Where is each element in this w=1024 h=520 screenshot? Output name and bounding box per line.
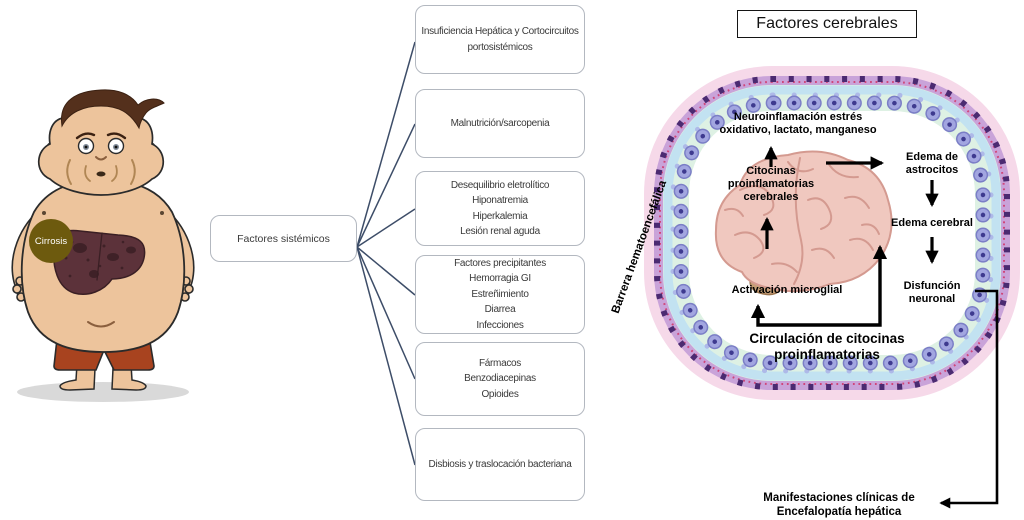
label-neuroinflamacion: Neuroinflamación estrés oxidativo, lacta… bbox=[719, 111, 877, 137]
label-edema-cerebral: Edema cerebral bbox=[891, 217, 973, 229]
factor-box-text: Malnutrición/sarcopenia bbox=[450, 117, 550, 129]
factor-box-insuficiencia: Insuficiencia Hepática y Cortocircuitos … bbox=[415, 5, 585, 74]
factor-box-farmacos: Fármacos Benzodiacepinas Opioides bbox=[415, 342, 585, 416]
factor-box-text: Disbiosis y traslocación bacteriana bbox=[428, 458, 572, 470]
systemic-hub-label: Factores sistémicos bbox=[237, 232, 330, 245]
factor-box-text: Insuficiencia Hepática y Cortocircuitos … bbox=[421, 26, 579, 53]
circulation-loop-arrow bbox=[750, 244, 888, 327]
factor-box-precipitantes: Factores precipitantes Hemorragia GI Est… bbox=[415, 255, 585, 334]
flow-arrows bbox=[750, 145, 999, 509]
patient-cartoon bbox=[11, 89, 195, 402]
label-disfuncion-neuronal: Disfunción neuronal bbox=[903, 280, 961, 306]
hair bbox=[61, 89, 165, 130]
outcome-arrow bbox=[939, 289, 999, 509]
shadow bbox=[17, 382, 189, 402]
factor-box-malnutricion: Malnutrición/sarcopenia bbox=[415, 89, 585, 158]
label-manifestaciones: Manifestaciones clínicas de Encefalopatí… bbox=[763, 492, 915, 519]
cirrosis-badge: Cirrosis bbox=[29, 219, 73, 263]
liver-icon bbox=[52, 229, 146, 295]
factor-box-text: Desequilibrio eletrolítico Hiponatremia … bbox=[450, 179, 550, 238]
factor-box-text: Factores precipitantes Hemorragia GI Est… bbox=[454, 257, 546, 331]
astrocyte-cells bbox=[673, 95, 991, 371]
connector-lines bbox=[356, 41, 416, 466]
factor-box-disbiosis: Disbiosis y traslocación bacteriana bbox=[415, 428, 585, 501]
endothelial-nuclei bbox=[654, 76, 1010, 390]
label-circulacion: Circulación de citocinas proinflamatoria… bbox=[749, 331, 905, 362]
head bbox=[37, 89, 165, 196]
label-activacion-microglial: Activación microglial bbox=[731, 284, 843, 296]
cerebral-title: Factores cerebrales bbox=[737, 10, 917, 38]
label-edema-astrocitos: Edema de astrocitos bbox=[905, 151, 959, 177]
factor-box-text: Fármacos Benzodiacepinas Opioides bbox=[464, 357, 536, 400]
systemic-hub-box: Factores sistémicos bbox=[210, 215, 357, 262]
factor-box-electrolitico: Desequilibrio eletrolítico Hiponatremia … bbox=[415, 171, 585, 246]
label-citocinas: Citocinas proinflamatorias cerebrales bbox=[727, 165, 815, 204]
